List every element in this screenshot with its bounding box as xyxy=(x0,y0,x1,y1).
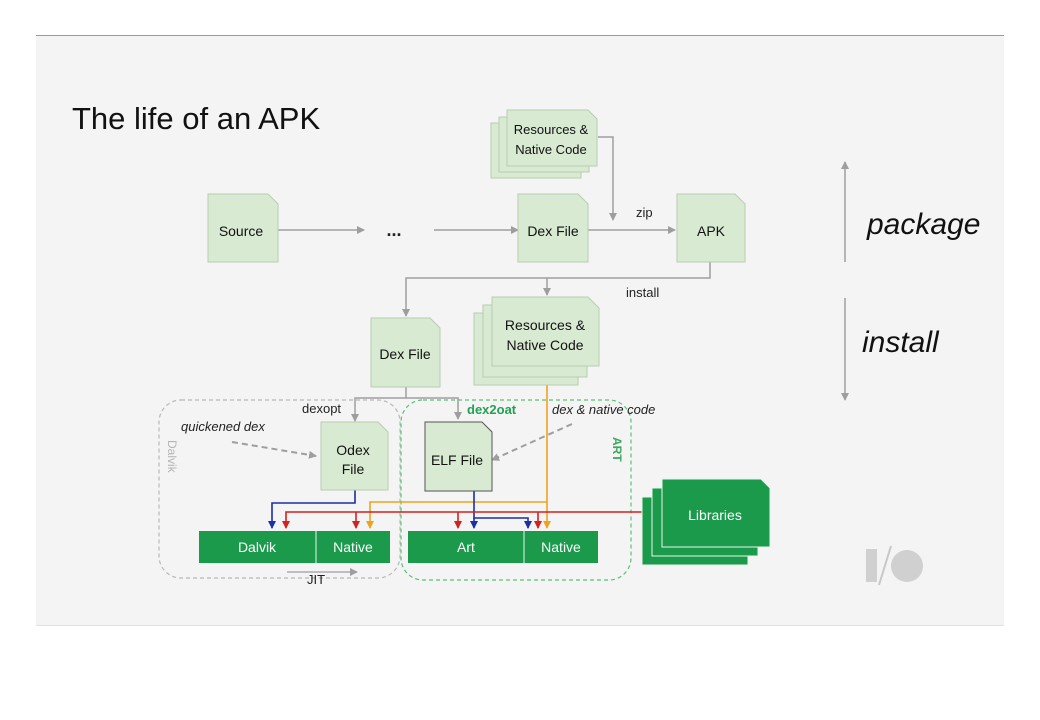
stage-label-package: package xyxy=(866,208,980,241)
libraries-label: Libraries xyxy=(688,507,742,523)
libraries-stack: Libraries xyxy=(641,478,771,566)
resources-install-line2: Native Code xyxy=(506,337,583,353)
arrow-elf-to-art-native xyxy=(473,491,532,529)
odex-file: Odex File xyxy=(320,421,389,491)
arrow-quickened-to-odex xyxy=(231,441,317,459)
source-file: Source xyxy=(207,193,279,263)
resources-native-package: Resources & Native Code xyxy=(490,109,598,179)
jit-label: JIT xyxy=(307,572,325,587)
resources-native-install: Resources & Native Code xyxy=(473,296,600,386)
odex-line1: Odex xyxy=(336,442,369,458)
io-logo xyxy=(866,545,923,586)
arrow-dex-to-elf xyxy=(406,397,462,420)
dex2oat-label: dex2oat xyxy=(467,402,517,417)
dex-file-package-label: Dex File xyxy=(527,223,579,239)
art-group-outline xyxy=(400,399,632,581)
odex-line2: File xyxy=(342,461,365,477)
art-bar-label: Art xyxy=(457,539,475,555)
apk-file: APK xyxy=(676,193,746,263)
elf-label: ELF File xyxy=(431,452,483,468)
slide-title: The life of an APK xyxy=(72,101,320,136)
stage-label-install: install xyxy=(862,326,940,359)
resources-install-line1: Resources & xyxy=(505,317,586,333)
dexopt-label: dexopt xyxy=(302,401,341,416)
arrow-apk-to-dex xyxy=(402,262,711,317)
dex-file-install: Dex File xyxy=(370,317,441,388)
dalvik-runtime-bar: Dalvik Native xyxy=(199,531,390,563)
apk-label: APK xyxy=(697,223,726,239)
dex-file-install-label: Dex File xyxy=(379,346,431,362)
arrow-native-to-dalvik-native xyxy=(366,366,548,529)
arrow-dex-to-odex xyxy=(351,387,407,422)
resources-package-line2: Native Code xyxy=(515,142,587,157)
resources-package-line1: Resources & xyxy=(514,122,589,137)
art-native-bar-label: Native xyxy=(541,539,581,555)
zip-label: zip xyxy=(636,205,653,220)
arrow-dex-native-to-elf xyxy=(491,423,573,461)
dex-native-code-label: dex & native code xyxy=(552,402,655,417)
dalvik-bar-label: Dalvik xyxy=(238,539,277,555)
art-group-label: ART xyxy=(610,437,624,462)
ellipsis-label: ... xyxy=(386,220,401,240)
arrow-resources-zip xyxy=(598,136,617,221)
dalvik-native-bar-label: Native xyxy=(333,539,373,555)
arrow-odex-to-dalvik xyxy=(268,490,356,529)
source-label: Source xyxy=(219,223,264,239)
arrow-libraries-to-dalvik xyxy=(282,511,662,529)
dex-file-package: Dex File xyxy=(517,193,589,263)
elf-file: ELF File xyxy=(424,421,493,492)
install-label: install xyxy=(626,285,659,300)
art-runtime-bar: Art Native xyxy=(408,531,598,563)
quickened-dex-label: quickened dex xyxy=(181,419,265,434)
dalvik-group-outline xyxy=(158,399,401,579)
dalvik-group-label: Dalvik xyxy=(165,440,179,474)
